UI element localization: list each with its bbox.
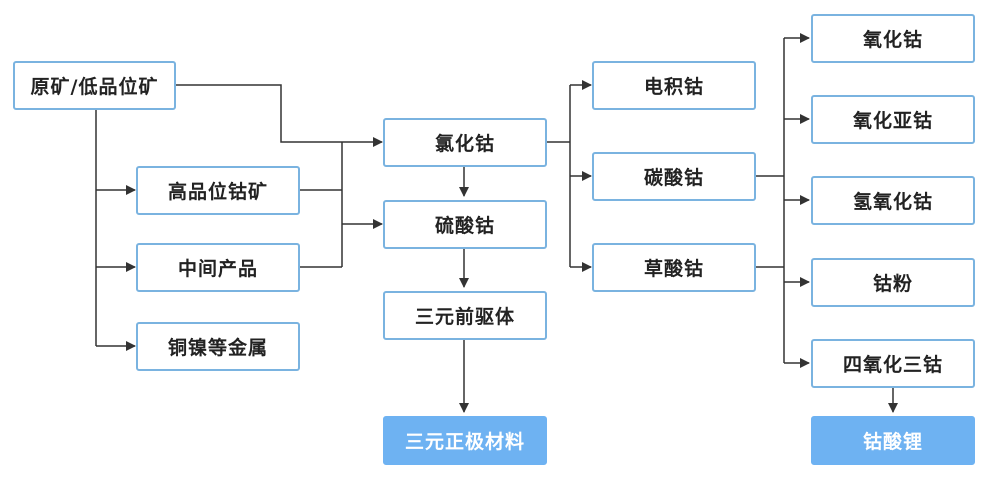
node-cobalt-oxide: 氧化钴 <box>811 14 975 63</box>
node-cobalt-carbonate: 碳酸钴 <box>592 152 756 201</box>
node-high-grade-ore: 高品位钴矿 <box>136 166 300 215</box>
node-raw-ore: 原矿/低品位矿 <box>13 61 176 110</box>
node-cobalt-chloride: 氯化钴 <box>383 118 547 167</box>
node-electro-cobalt: 电积钴 <box>592 61 756 110</box>
node-ternary-precursor: 三元前驱体 <box>383 291 547 340</box>
node-cobaltous-oxide: 氧化亚钴 <box>811 95 975 144</box>
node-ternary-cathode: 三元正极材料 <box>383 416 547 465</box>
node-cu-ni-metals: 铜镍等金属 <box>136 322 300 371</box>
node-cobalt-oxalate: 草酸钴 <box>592 243 756 292</box>
node-cobalt-powder: 钴粉 <box>811 258 975 307</box>
node-intermediate: 中间产品 <box>136 243 300 292</box>
node-lithium-cobaltate: 钴酸锂 <box>811 416 975 465</box>
node-cobalt-sulfate: 硫酸钴 <box>383 200 547 249</box>
node-tricobalt-tetroxide: 四氧化三钴 <box>811 339 975 388</box>
node-cobalt-hydroxide: 氢氧化钴 <box>811 176 975 225</box>
edge-raw-to-chloride <box>176 84 383 147</box>
